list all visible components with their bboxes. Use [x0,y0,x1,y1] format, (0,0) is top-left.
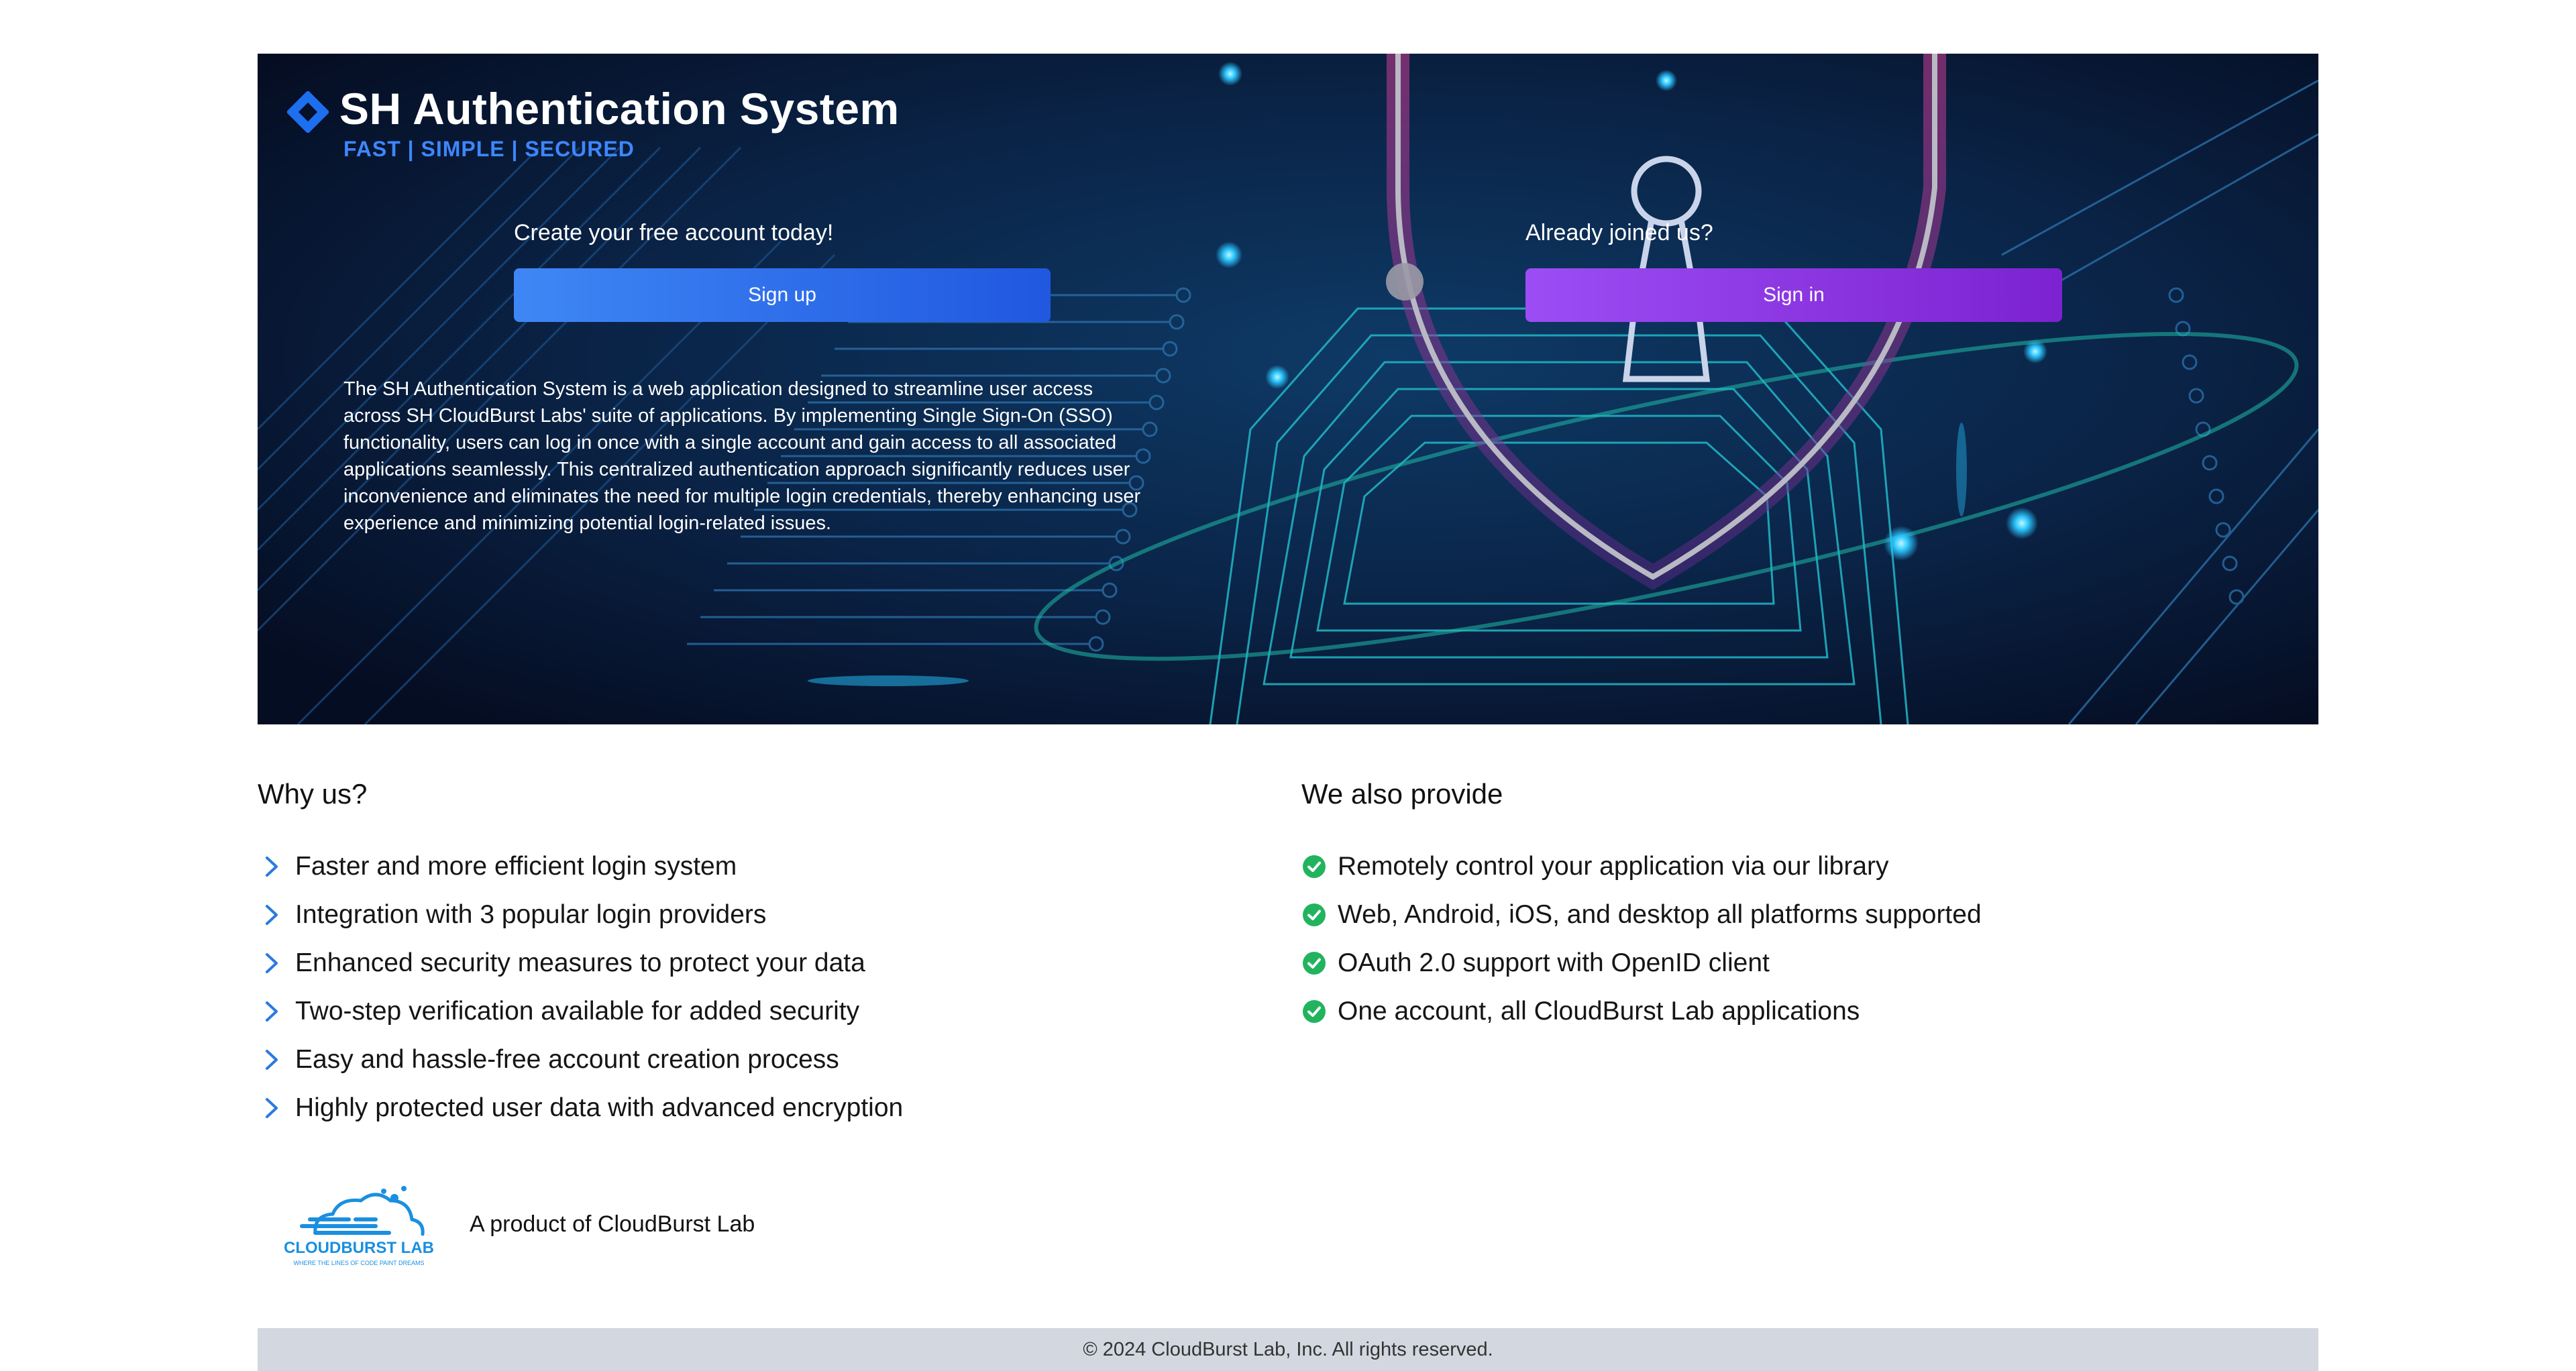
list-item: Web, Android, iOS, and desktop all platf… [1300,891,1982,939]
list-item: Faster and more efficient login system [258,842,903,891]
list-item-text: OAuth 2.0 support with OpenID client [1338,948,1770,977]
list-item-text: Remotely control your application via ou… [1338,852,1889,881]
list-item-text: Highly protected user data with advanced… [295,1093,904,1122]
list-item: Easy and hassle-free account creation pr… [258,1036,903,1084]
also-provide-heading: We also provide [1301,778,1503,810]
list-item-text: Two-step verification available for adde… [295,997,860,1026]
check-circle-icon [1303,952,1326,975]
list-item: Integration with 3 popular login provide… [258,891,903,939]
why-us-heading: Why us? [258,778,368,810]
sign-in-button[interactable]: Sign in [1525,268,2062,322]
list-item-text: Enhanced security measures to protect yo… [295,948,865,977]
list-item: Remotely control your application via ou… [1300,842,1982,891]
hero-banner: SH Authentication System FAST | SIMPLE |… [258,54,2318,724]
why-us-list: Faster and more efficient login system I… [258,842,903,1132]
system-description: The SH Authentication System is a web ap… [343,378,1141,534]
list-item: Highly protected user data with advanced… [258,1084,903,1132]
list-item-text: Easy and hassle-free account creation pr… [295,1045,839,1074]
list-item-text: Web, Android, iOS, and desktop all platf… [1338,900,1982,929]
chevron-right-icon [266,1098,278,1118]
chevron-right-icon [266,905,278,925]
product-attribution: A product of CloudBurst Lab [470,1211,755,1237]
signup-prompt: Create your free account today! [514,220,834,245]
check-circle-icon [1303,855,1326,878]
cloudburst-logo-text: CLOUDBURST LAB [284,1239,434,1257]
chevron-right-icon [266,953,278,973]
copyright-text: © 2024 CloudBurst Lab, Inc. All rights r… [1083,1338,1493,1360]
chevron-right-icon [266,1050,278,1070]
diamond-logo-icon [287,91,329,133]
list-item: Two-step verification available for adde… [258,987,903,1036]
signin-prompt: Already joined us? [1525,220,1713,245]
app-tagline: FAST | SIMPLE | SECURED [343,137,635,161]
sign-up-button[interactable]: Sign up [514,268,1051,322]
list-item: OAuth 2.0 support with OpenID client [1300,939,1982,987]
chevron-right-icon [266,857,278,877]
app-title: SH Authentication System [339,84,900,133]
list-item-text: Integration with 3 popular login provide… [295,900,767,929]
list-item-text: One account, all CloudBurst Lab applicat… [1338,997,1860,1026]
check-circle-icon [1303,1000,1326,1023]
check-circle-icon [1303,903,1326,926]
chevron-right-icon [266,1001,278,1022]
list-item: Enhanced security measures to protect yo… [258,939,903,987]
also-provide-list: Remotely control your application via ou… [1300,842,1982,1036]
hero-background-image [258,54,2318,724]
list-item-text: Faster and more efficient login system [295,852,737,881]
cloudburst-lab-logo: CLOUDBURST LAB WHERE THE LINES OF CODE P… [284,1186,434,1266]
list-item: One account, all CloudBurst Lab applicat… [1300,987,1982,1036]
cloudburst-logo-subtext: WHERE THE LINES OF CODE PAINT DREAMS [293,1260,424,1266]
page-footer: © 2024 CloudBurst Lab, Inc. All rights r… [258,1328,2318,1371]
